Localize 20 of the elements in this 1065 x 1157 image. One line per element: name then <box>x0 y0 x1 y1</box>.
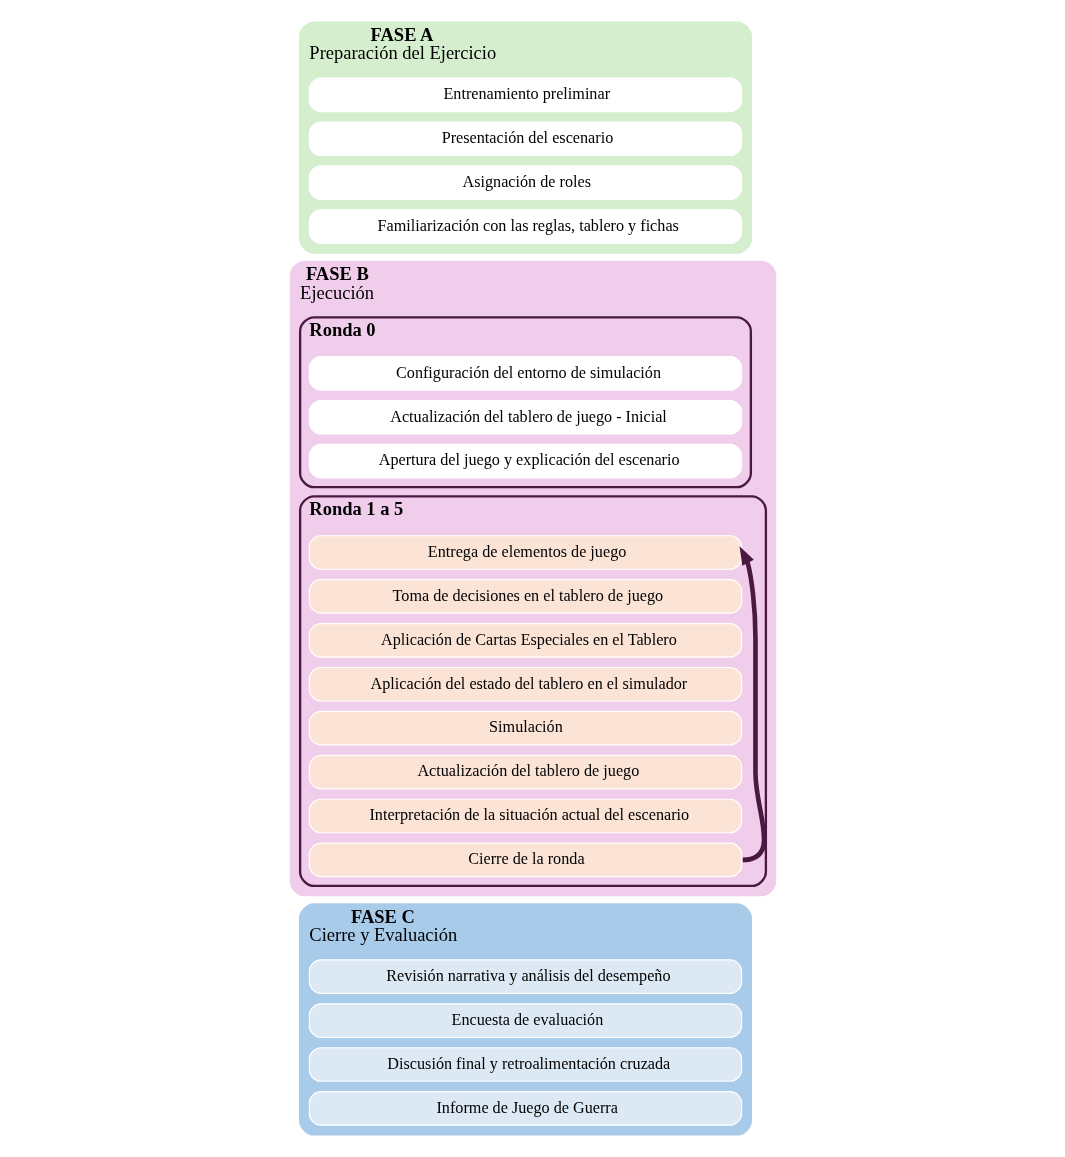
node-box: Familiarización con las reglas, tablero y fichas <box>308 209 742 244</box>
node-box: Actualización del tablero de juego <box>308 754 742 790</box>
node-box: Aplicación del estado del tablero en el simulador <box>308 666 742 702</box>
node-box: Entrenamiento preliminar <box>308 77 742 113</box>
node-box: Cierre de la ronda <box>308 842 742 878</box>
node-box: Encuesta de evaluación <box>308 1003 742 1038</box>
node-box: Revisión narrativa y análisis del desempeño <box>308 959 742 994</box>
arrow <box>739 546 766 863</box>
node-box: Apertura del juego y explicación del escenario <box>308 443 742 479</box>
node-box: Presentación del escenario <box>308 121 742 157</box>
node-box: Toma de decisiones en el tablero de juego <box>308 579 742 614</box>
node-box: Asignación de roles <box>308 165 742 200</box>
node-box: Interpretación de la situación actual del escenario <box>308 798 742 834</box>
node-box: Configuración del entorno de simulación <box>308 356 742 391</box>
node-box: Actualización del tablero de juego - Inicial <box>308 399 742 435</box>
node-box: Aplicación de Cartas Especiales en el Tablero <box>308 623 742 658</box>
node-box: Discusión final y retroalimentación cruzada <box>308 1047 742 1082</box>
node-box: Informe de Juego de Guerra <box>308 1091 742 1126</box>
node-box: Entrega de elementos de juego <box>308 535 742 570</box>
node-box: Simulación <box>308 710 742 746</box>
